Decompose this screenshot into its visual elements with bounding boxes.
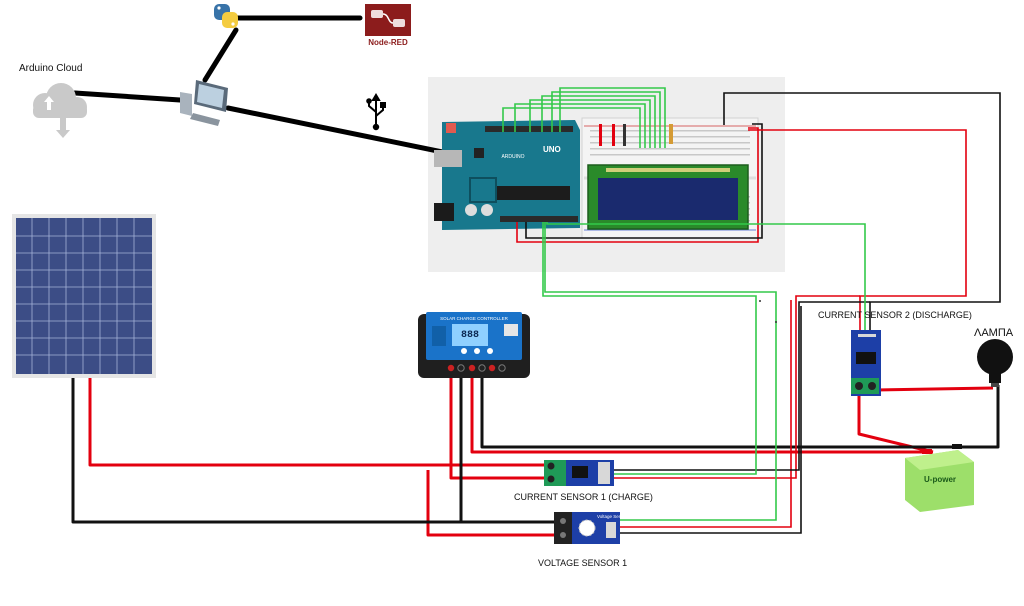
arduino-uno-board: ARDUINO UNO [434, 120, 580, 230]
junction-dot [759, 300, 761, 302]
solar-charge-controller: SOLAR CHARGE CONTROLLER 888 [418, 312, 530, 378]
current-sensor-1-module [544, 460, 614, 486]
cloud-icon [33, 83, 87, 138]
lamp-label: ΛΑΜΠΑ [974, 327, 1014, 339]
node-red-label: Node-RED [368, 38, 408, 47]
solar-panel [12, 214, 156, 378]
arduino-brand-text: ARDUINO [501, 154, 524, 160]
arduino-cloud-label: Arduino Cloud [19, 63, 83, 74]
current-sensor-2-module [851, 330, 881, 396]
lamp-icon [977, 339, 1013, 387]
python-icon [214, 4, 238, 28]
lcd-signal-wires [502, 87, 666, 148]
charge-controller-title: SOLAR CHARGE CONTROLLER [440, 316, 509, 321]
arduino-model-text: UNO [543, 145, 561, 154]
computer-icon [180, 80, 228, 126]
node-red-icon [365, 4, 411, 36]
power-black-wires [71, 368, 1000, 524]
current-sensor-2-label: CURRENT SENSOR 2 (DISCHARGE) [818, 310, 972, 320]
sensor-red-wires [613, 129, 967, 528]
voltage-sensor-1-module: Voltage Sensor [554, 512, 628, 544]
battery-brand: U-power [924, 475, 956, 484]
voltage-sensor-name: Voltage Sensor [597, 514, 628, 519]
voltage-sensor-1-label: VOLTAGE SENSOR 1 [538, 558, 628, 568]
charge-controller-display: 888 [461, 330, 479, 341]
sensor-signal-wires [542, 222, 866, 521]
power-red-wires [88, 368, 994, 537]
network-links [72, 15, 465, 159]
junction-dot [775, 321, 777, 323]
current-sensor-1-label: CURRENT SENSOR 1 (CHARGE) [514, 492, 653, 502]
usb-icon [366, 93, 386, 131]
lcd-display [587, 164, 749, 230]
sensor-black-wires [613, 92, 1001, 534]
arduino-power-wires [516, 123, 763, 243]
battery: U-power [905, 444, 974, 512]
